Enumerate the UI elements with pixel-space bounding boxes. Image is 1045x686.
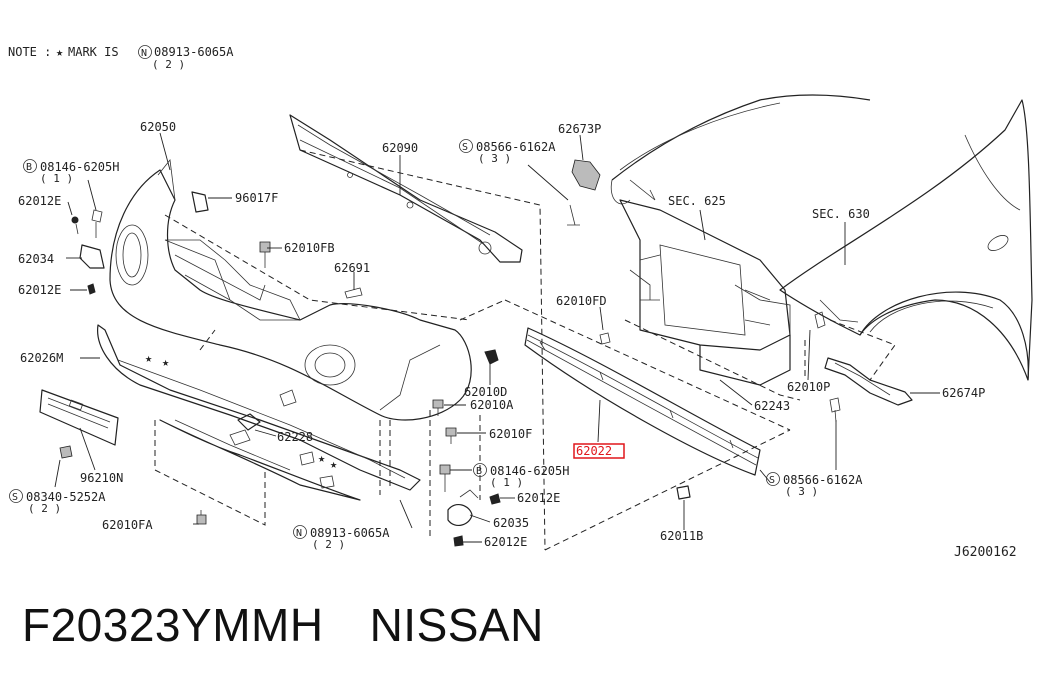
- label-62010A: 62010A: [470, 398, 514, 412]
- dashed-assembly-lines: [154, 149, 896, 551]
- parts-diagram: NOTE : ★ MARK IS N 08913-6065A ( 2 ): [8, 45, 1033, 560]
- label-08566-right: 08566-6162A: [783, 473, 863, 487]
- label-sec-630: SEC. 630: [812, 207, 870, 221]
- label-08340: 08340-5252A: [26, 490, 106, 504]
- part-96210N-drawing: [39, 389, 119, 446]
- label-62026M: 62026M: [20, 351, 63, 365]
- label-08146-mid: 08146-6205H: [490, 464, 569, 478]
- label-96210N: 96210N: [80, 471, 123, 485]
- label-circle-letter: N: [296, 528, 302, 539]
- label-62012E-b: 62012E: [18, 283, 61, 297]
- circle-b-icon: [23, 159, 37, 173]
- label-62010FA: 62010FA: [102, 518, 153, 532]
- label-62011B: 62011B: [660, 529, 703, 543]
- label-08340-qty: ( 2 ): [28, 502, 61, 515]
- label-circle-letter: B: [26, 162, 32, 173]
- svg-text:★: ★: [330, 457, 337, 471]
- note-line: NOTE : ★ MARK IS N 08913-6065A ( 2 ): [8, 45, 234, 71]
- label-62673P: 62673P: [558, 122, 601, 136]
- label-62010FD: 62010FD: [556, 294, 607, 308]
- leader-lines: [54, 132, 940, 543]
- label-08146-top-qty: ( 1 ): [40, 172, 73, 185]
- label-62035: 62035: [493, 516, 529, 530]
- radiator-core-support-drawing: [610, 94, 871, 386]
- note-part: 08913-6065A: [154, 45, 234, 59]
- note-prefix: NOTE :: [8, 45, 51, 59]
- note-qty: ( 2 ): [152, 58, 185, 71]
- circle-s-icon: [9, 489, 23, 503]
- label-62050: 62050: [140, 120, 176, 134]
- bumper-fascia-drawing: [109, 159, 472, 421]
- part-62674P-drawing: [824, 357, 913, 406]
- label-08566-top-qty: ( 3 ): [478, 152, 511, 165]
- label-62012E-c: 62012E: [517, 491, 560, 505]
- caption-part-number: F20323YMMH: [22, 599, 324, 651]
- label-circle-letter: B: [476, 466, 482, 477]
- label-08913: 08913-6065A: [310, 526, 390, 540]
- caption-brand: NISSAN: [369, 599, 544, 651]
- label-circle-letter: S: [769, 475, 775, 486]
- drawing-id: J6200162: [954, 545, 1017, 560]
- label-62034: 62034: [18, 252, 54, 266]
- label-62674P: 62674P: [942, 386, 985, 400]
- front-fender-drawing: [779, 99, 1033, 381]
- label-62010D: 62010D: [464, 385, 507, 399]
- part-62022-drawing: [524, 327, 761, 476]
- label-62090: 62090: [382, 141, 418, 155]
- part-62090-drawing: [289, 114, 523, 263]
- label-62010F: 62010F: [489, 427, 532, 441]
- label-sec-625: SEC. 625: [668, 194, 726, 208]
- label-08566-right-qty: ( 3 ): [785, 485, 818, 498]
- label-62010P: 62010P: [787, 380, 830, 394]
- note-circle-letter: N: [141, 48, 147, 59]
- label-62022-highlighted[interactable]: 62022: [576, 444, 612, 458]
- note-circle-icon: [138, 45, 152, 59]
- part-labels: 62050 62090 62673P S 08566-6162A ( 3 ) S…: [9, 120, 1017, 560]
- label-circle-letter: S: [462, 142, 468, 153]
- svg-text:★: ★: [162, 355, 169, 369]
- label-08566-top: 08566-6162A: [476, 140, 556, 154]
- label-62243: 62243: [754, 399, 790, 413]
- label-08913-qty: ( 2 ): [312, 538, 345, 551]
- note-mark-text: MARK IS: [68, 45, 119, 59]
- label-96017F: 96017F: [235, 191, 278, 205]
- label-62691: 62691: [334, 261, 370, 275]
- label-62012E-d: 62012E: [484, 535, 527, 549]
- label-08146-mid-qty: ( 1 ): [490, 476, 523, 489]
- label-62228: 62228: [277, 430, 313, 444]
- highlight-box: [573, 443, 625, 459]
- caption: F20323YMMH NISSAN: [22, 598, 544, 652]
- label-circle-letter: S: [12, 492, 18, 503]
- label-08146-top: 08146-6205H: [40, 160, 119, 174]
- circle-s-icon: [766, 472, 780, 486]
- label-62010FB: 62010FB: [284, 241, 335, 255]
- svg-text:★: ★: [318, 451, 325, 465]
- label-62012E-a: 62012E: [18, 194, 61, 208]
- note-star-icon: ★: [56, 45, 63, 59]
- circle-b-icon: [473, 463, 487, 477]
- circle-s-icon: [459, 139, 473, 153]
- svg-text:★: ★: [145, 351, 152, 365]
- circle-n-icon: [293, 525, 307, 539]
- small-parts-drawing: [59, 159, 841, 547]
- part-62026M-drawing: ★ ★ ★ ★: [97, 324, 421, 501]
